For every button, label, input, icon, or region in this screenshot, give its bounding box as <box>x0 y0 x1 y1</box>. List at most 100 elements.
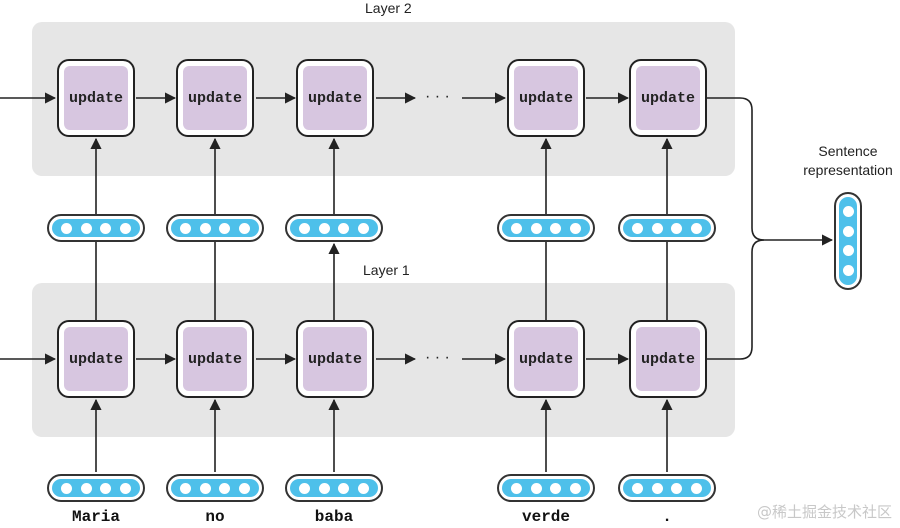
vector-dot <box>298 482 310 494</box>
vector-dot <box>358 222 370 234</box>
vector-dot <box>100 482 112 494</box>
fill-area <box>290 219 378 237</box>
vector-dot <box>100 222 112 234</box>
layer-2-update-cell: update <box>176 59 254 137</box>
fill-area <box>502 219 590 237</box>
cell-label: update <box>640 350 695 368</box>
sentence-label-line1: Sentence <box>818 143 878 159</box>
vector-dot <box>199 222 211 234</box>
vector-dot <box>842 225 854 237</box>
layer-1-update-cell: update <box>176 320 254 398</box>
vector-dot <box>120 222 132 234</box>
input-vector <box>166 474 264 502</box>
fill-area <box>290 479 378 497</box>
vector-dot <box>179 482 191 494</box>
layer-1-update-cell: update <box>629 320 707 398</box>
vector-dot <box>530 482 542 494</box>
layer-2-update-cell: update <box>57 59 135 137</box>
vector-dot <box>631 482 643 494</box>
cell-label: update <box>307 89 362 107</box>
vector-dot <box>358 482 370 494</box>
vector-dot <box>120 482 132 494</box>
fill-area: update <box>636 327 700 391</box>
vector-dot <box>550 482 562 494</box>
vector-dot <box>338 222 350 234</box>
cell-label: update <box>518 89 573 107</box>
cell-label: update <box>187 89 242 107</box>
sentence-vector <box>834 192 862 290</box>
vector-dot <box>239 482 251 494</box>
layer-1-update-cell: update <box>507 320 585 398</box>
vector-dot <box>199 482 211 494</box>
sentence-label-line2: representation <box>803 162 893 178</box>
fill-area <box>52 479 140 497</box>
layer-1-update-cell: update <box>296 320 374 398</box>
vector-dot <box>298 222 310 234</box>
fill-area: update <box>303 66 367 130</box>
vector-dot <box>570 222 582 234</box>
vector-dot <box>338 482 350 494</box>
cell-label: update <box>187 350 242 368</box>
fill-area <box>171 479 259 497</box>
layer-2-panel <box>32 22 735 176</box>
layer-2-update-cell: update <box>629 59 707 137</box>
vector-dot <box>510 482 522 494</box>
vector-dot <box>80 222 92 234</box>
layer-2-update-cell: update <box>296 59 374 137</box>
cell-label: update <box>68 89 123 107</box>
cell-label: update <box>518 350 573 368</box>
vector-dot <box>60 222 72 234</box>
input-word: verde <box>521 508 570 526</box>
vector-dot <box>651 222 663 234</box>
sentence-representation-label: Sentence representation <box>768 142 900 180</box>
fill-area: update <box>514 327 578 391</box>
vector-dot <box>60 482 72 494</box>
vector-dot <box>530 222 542 234</box>
input-vector <box>497 474 595 502</box>
fill-area <box>623 479 711 497</box>
fill-area: update <box>183 327 247 391</box>
vector-dot <box>550 222 562 234</box>
hidden-vector <box>285 214 383 242</box>
vector-dot <box>239 222 251 234</box>
input-word: no <box>205 508 225 526</box>
vector-dot <box>691 222 703 234</box>
vector-dot <box>318 222 330 234</box>
vector-dot <box>691 482 703 494</box>
vector-dot <box>671 482 683 494</box>
vector-dot <box>80 482 92 494</box>
input-word: . <box>662 508 672 526</box>
hidden-vector <box>166 214 264 242</box>
ellipsis-layer-2: · · · <box>425 88 450 105</box>
fill-area: update <box>64 327 128 391</box>
cell-label: update <box>68 350 123 368</box>
input-vector <box>47 474 145 502</box>
fill-area: update <box>636 66 700 130</box>
vector-dot <box>570 482 582 494</box>
watermark: @稀土掘金技术社区 <box>756 503 892 521</box>
fill-area <box>171 219 259 237</box>
layer-1-title: Layer 1 <box>363 262 410 278</box>
fill-area <box>623 219 711 237</box>
vector-dot <box>219 222 231 234</box>
cell-label: update <box>640 89 695 107</box>
hidden-vector <box>618 214 716 242</box>
input-word: baba <box>314 508 354 526</box>
vector-dot <box>842 265 854 277</box>
vector-dot <box>318 482 330 494</box>
vector-dot <box>651 482 663 494</box>
layer-1-panel <box>32 283 735 437</box>
vector-dot <box>631 222 643 234</box>
fill-area <box>52 219 140 237</box>
vector-dot <box>842 245 854 257</box>
input-vector <box>618 474 716 502</box>
input-vector <box>285 474 383 502</box>
fill-area <box>502 479 590 497</box>
layer-2-title: Layer 2 <box>365 0 412 16</box>
fill-area: update <box>303 327 367 391</box>
fill-area: update <box>64 66 128 130</box>
ellipsis-layer-1: · · · <box>425 349 450 366</box>
vector-dot <box>510 222 522 234</box>
hidden-vector <box>47 214 145 242</box>
